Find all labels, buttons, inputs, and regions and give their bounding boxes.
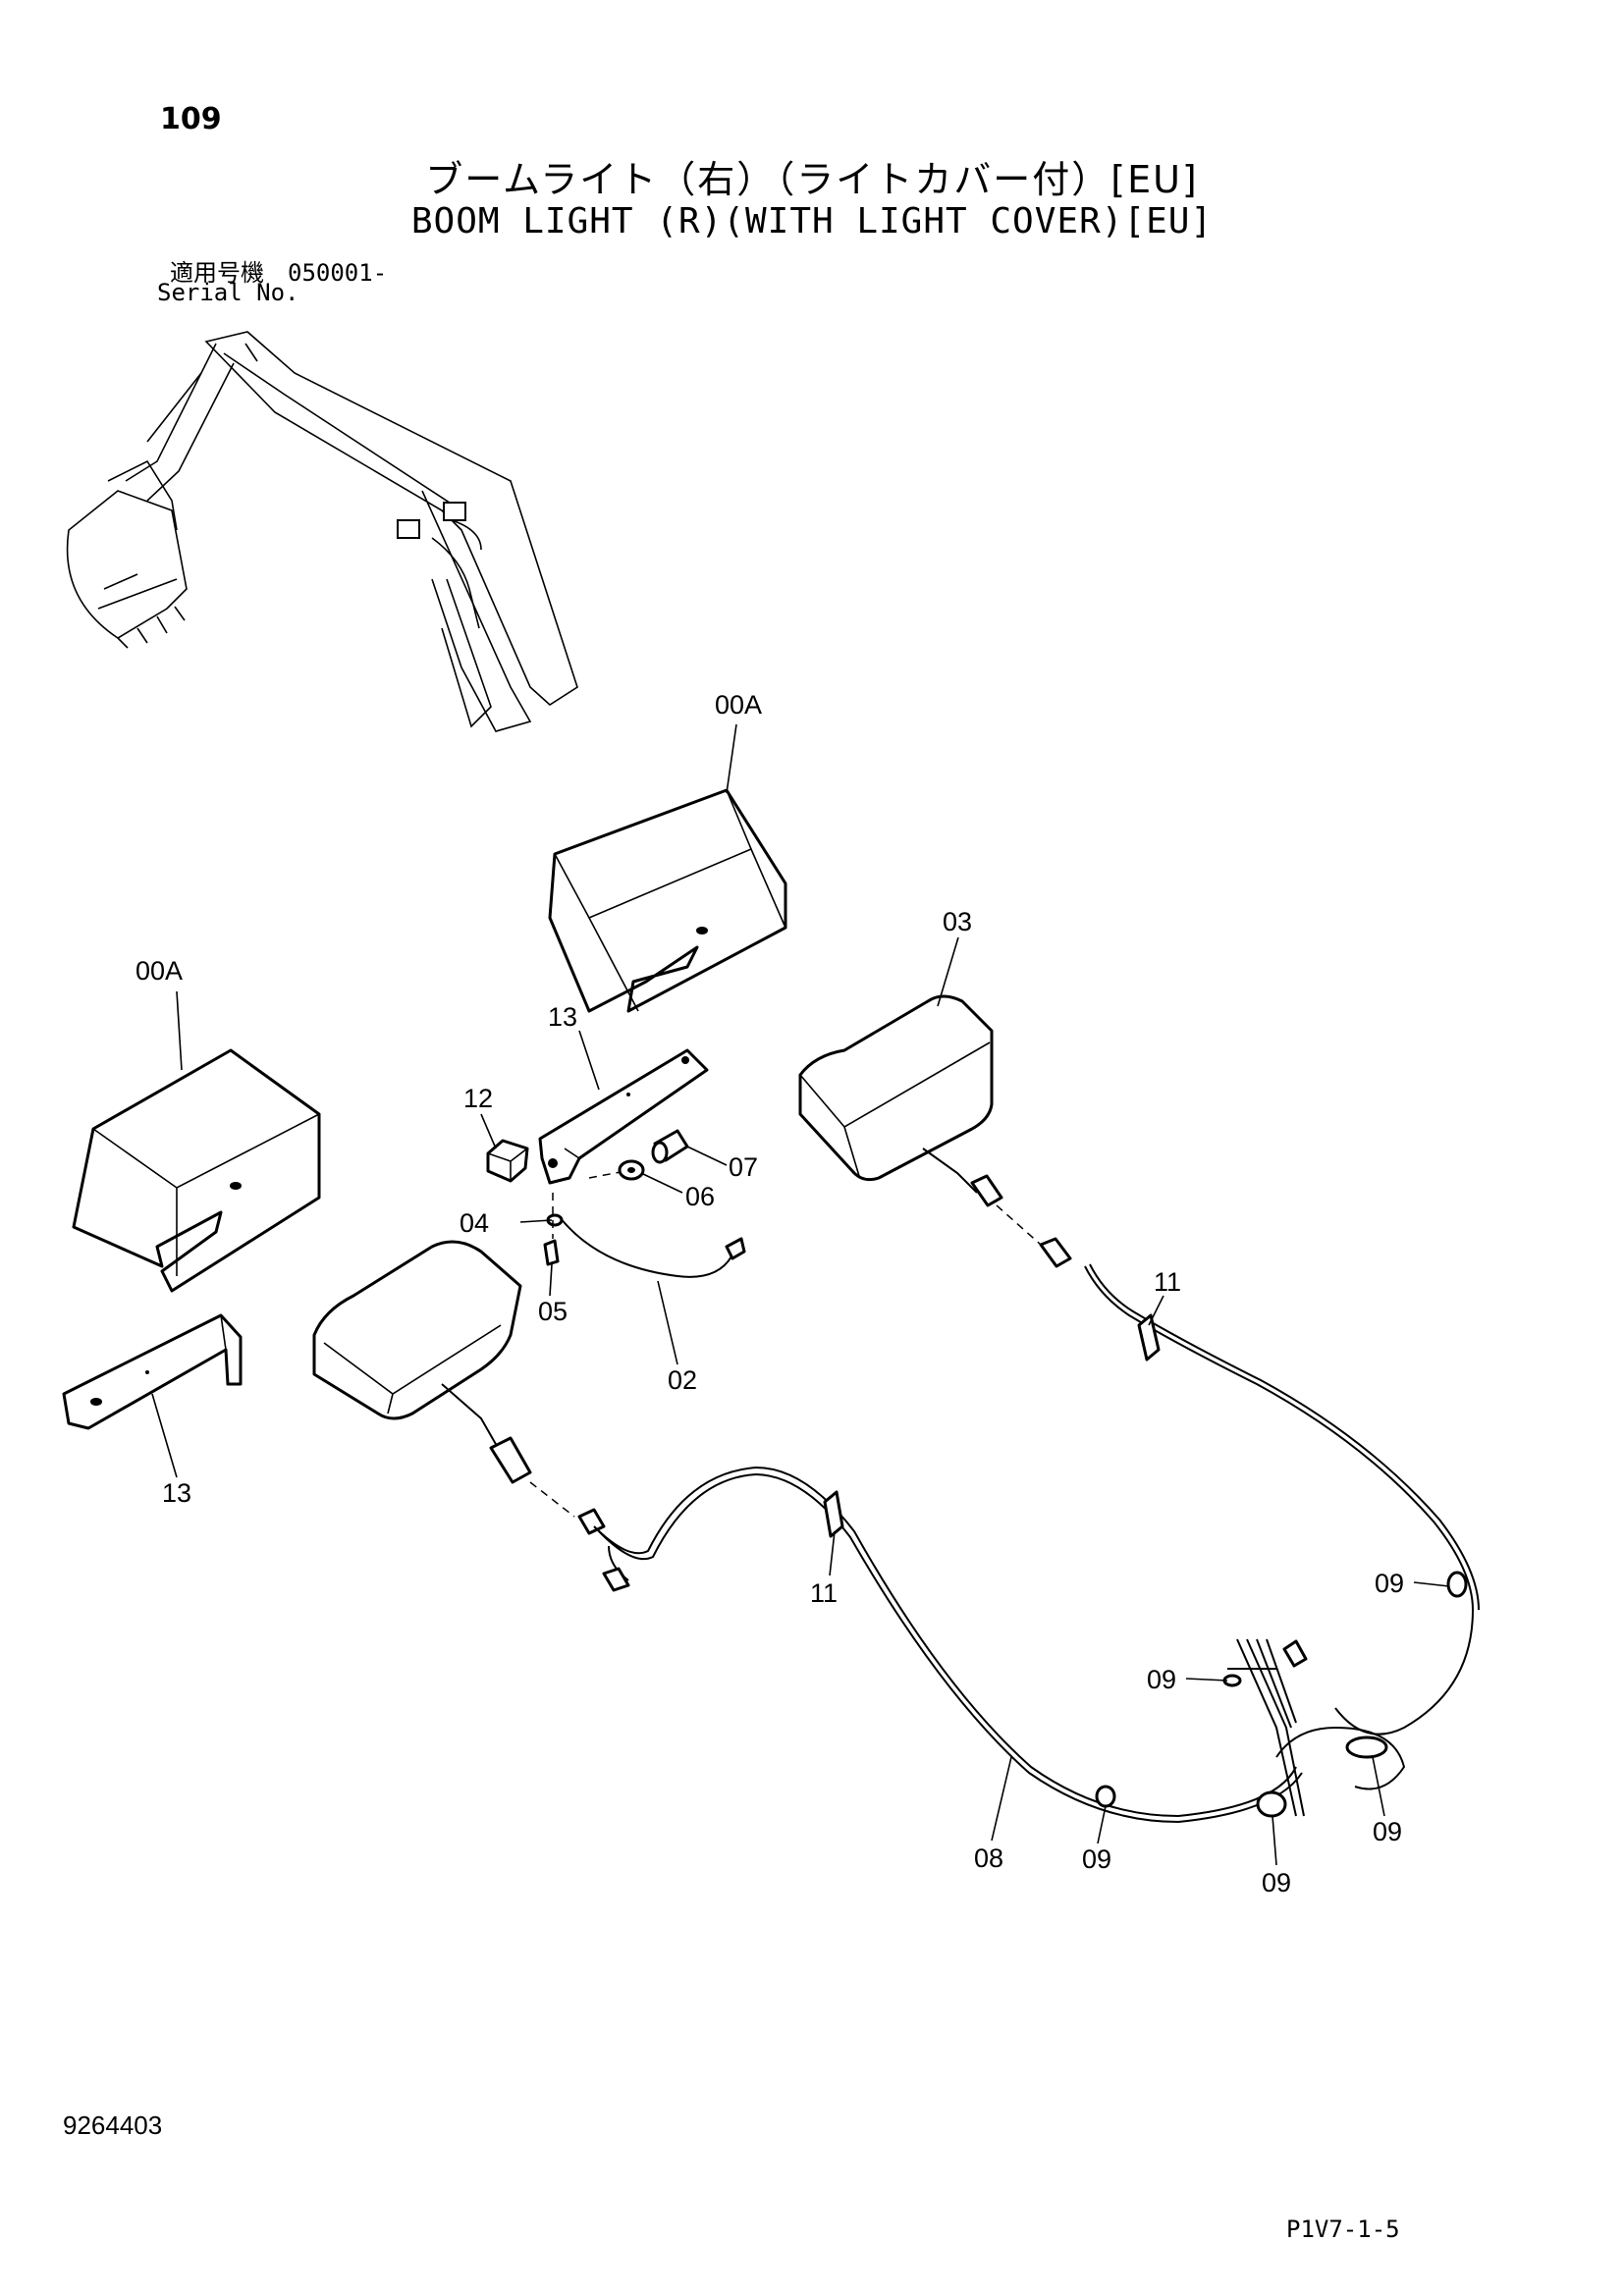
callout-band-c: 09 — [1373, 1817, 1402, 1846]
callout-washer: 06 — [685, 1182, 715, 1211]
work-light-right — [798, 994, 994, 1182]
work-light-left — [312, 1240, 522, 1420]
callout-bracket-upper: 13 — [548, 1002, 577, 1032]
callout-cover-right: 00A — [715, 690, 762, 720]
washer — [618, 1159, 645, 1181]
callout-clip-right: 11 — [1154, 1267, 1181, 1297]
callout-band-b: 09 — [1147, 1665, 1176, 1694]
callout-light-right: 03 — [943, 907, 972, 936]
callout-ground-wire: 02 — [668, 1365, 697, 1395]
ground-wire — [559, 1216, 732, 1278]
callout-labels: 00A 00A 03 13 12 07 06 04 05 02 13 11 11… — [135, 690, 1404, 1897]
ground-wire-terminal — [725, 1237, 746, 1260]
light-cover-upper — [548, 788, 787, 1013]
screw — [543, 1239, 560, 1266]
leader-lines — [151, 723, 1450, 1866]
callout-harness: 08 — [974, 1843, 1003, 1873]
bracket-upper — [538, 1048, 709, 1185]
harness-terminals — [602, 1567, 1308, 1668]
bolt — [651, 1129, 689, 1164]
page-reference: P1V7-1-5 — [1286, 2216, 1400, 2243]
excavator-boom-sketch — [66, 331, 578, 732]
light-left-lead — [441, 1383, 502, 1454]
title-english: BOOM LIGHT (R)(WITH LIGHT COVER)[EU] — [410, 201, 1214, 241]
callout-cover-left: 00A — [135, 956, 183, 986]
page-number: 109 — [160, 102, 222, 136]
callout-band-e: 09 — [1262, 1868, 1291, 1897]
title-japanese: ブームライト（右）（ライトカバー付）[EU] — [425, 158, 1199, 201]
band-clamps — [1095, 1571, 1468, 1818]
callout-bolt: 07 — [729, 1152, 758, 1182]
document-number: 9264403 — [63, 2110, 163, 2140]
callout-clip-left: 11 — [810, 1578, 838, 1608]
bracket-lower — [62, 1313, 243, 1430]
callout-screw: 05 — [538, 1297, 568, 1326]
serial-label-english: Serial No. — [157, 279, 299, 306]
callout-block: 12 — [463, 1084, 493, 1113]
serial-label-japanese: 適用号機 050001- — [170, 259, 388, 287]
callout-lock-washer: 04 — [460, 1208, 489, 1238]
light-cover-left — [72, 1048, 321, 1293]
rubber-block — [486, 1139, 529, 1183]
light-right-lead — [922, 1148, 978, 1194]
callout-band-a: 09 — [1375, 1569, 1404, 1598]
clip-left — [823, 1490, 844, 1538]
callout-bracket-lower: 13 — [162, 1478, 191, 1508]
harness — [593, 1263, 1480, 1824]
clip-right — [1137, 1313, 1161, 1362]
callout-band-d: 09 — [1082, 1844, 1111, 1874]
